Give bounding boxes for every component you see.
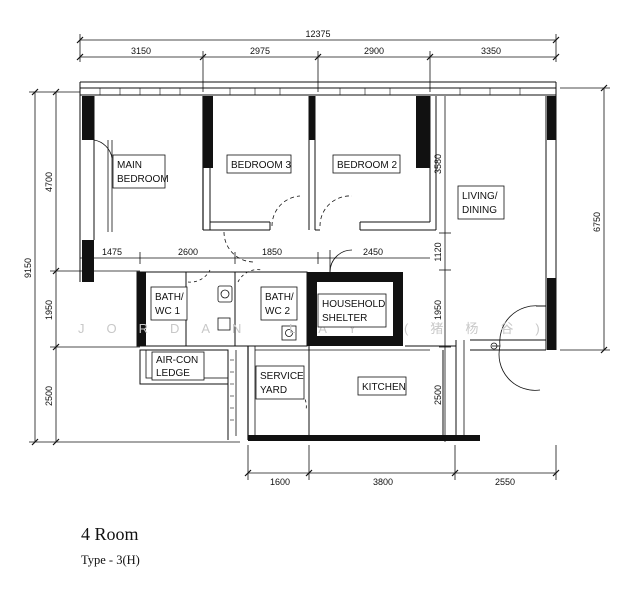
label-shelter-2: SHELTER (322, 313, 367, 324)
plan-subtitle: Type - 3(H) (81, 553, 140, 567)
dim-top-1: 3150 (131, 46, 151, 56)
label-bath2-2: WC 2 (265, 306, 290, 317)
dim-left-1: 4700 (44, 172, 54, 192)
label-shelter-1: HOUSEHOLD (322, 299, 385, 310)
toilet-icon (217, 285, 233, 303)
room-labels: MAIN BEDROOM BEDROOM 3 BEDROOM 2 LIVING/… (112, 154, 505, 400)
dim-col-2: 1120 (433, 242, 443, 261)
label-service-1: SERVICE (260, 371, 304, 382)
dim-left-3: 2500 (44, 386, 54, 406)
dim-bottom-1: 1600 (270, 477, 290, 487)
doors (93, 139, 541, 411)
label-main-bedroom-1: MAIN (117, 160, 142, 171)
label-service-2: YARD (260, 385, 287, 396)
label-bedroom-2: BEDROOM 2 (337, 160, 397, 171)
plan-title: 4 Room (81, 524, 139, 544)
label-bath1-2: WC 1 (155, 306, 180, 317)
label-living-1: LIVING/ (462, 191, 498, 202)
dim-bottom-3: 2550 (495, 477, 515, 487)
dimension-labels: 12375 3150 2975 2900 3350 1600 3800 2550… (23, 29, 602, 487)
dim-right: 6750 (592, 212, 602, 232)
dim-row-2: 2600 (178, 247, 198, 257)
dim-col-3: 1950 (433, 300, 443, 320)
dim-top-3: 2900 (364, 46, 384, 56)
floor-plan: 12375 3150 2975 2900 3350 1600 3800 2550… (23, 29, 610, 487)
dim-bottom-2: 3800 (373, 477, 393, 487)
dim-top-4: 3350 (481, 46, 501, 56)
dim-top-2: 2975 (250, 46, 270, 56)
label-bath1-1: BATH/ (155, 292, 184, 303)
dim-row-1: 1475 (102, 247, 122, 257)
watermark: JORDAN LAY (猪杨谷) (78, 321, 562, 336)
label-bedroom-3: BEDROOM 3 (231, 160, 291, 171)
label-aircon-2: LEDGE (156, 368, 190, 379)
columns (82, 96, 556, 441)
label-aircon-1: AIR-CON (156, 355, 198, 366)
dim-col-4: 2500 (433, 385, 443, 405)
dim-row-4: 2450 (363, 247, 383, 257)
dimension-lines (29, 34, 610, 480)
label-kitchen: KITCHEN (362, 382, 406, 393)
dim-col-1: 3580 (433, 154, 443, 174)
dim-row-3: 1850 (262, 247, 282, 257)
label-living-2: DINING (462, 205, 497, 216)
dim-overall-width: 12375 (305, 29, 330, 39)
sink-icon (281, 325, 297, 341)
dim-left-overall: 9150 (23, 258, 33, 278)
dim-left-2: 1950 (44, 300, 54, 320)
label-main-bedroom-2: BEDROOM (117, 174, 169, 185)
label-bath2-1: BATH/ (265, 292, 294, 303)
